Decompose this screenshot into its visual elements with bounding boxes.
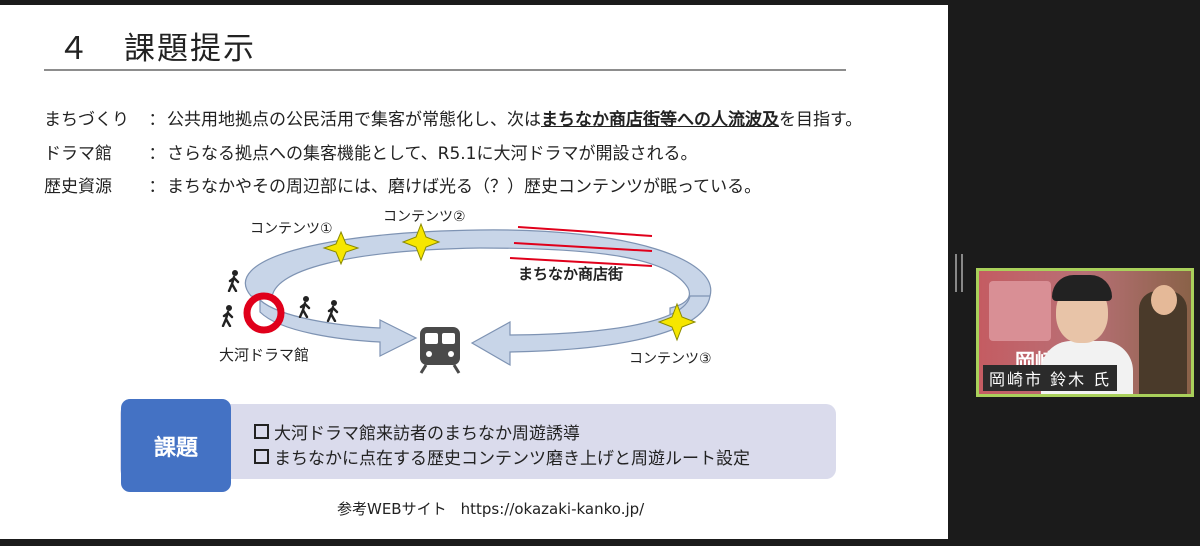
row-text: さらなる拠点への集客機能として、R5.1に大河ドラマが開設される。: [167, 144, 698, 164]
walking-person-icon: [326, 300, 339, 322]
issue-bullet-text: 大河ドラマ館来訪者のまちなか周遊誘導: [274, 424, 580, 444]
row-text: 公共用地拠点の公民活用で集客が常態化し、次は: [167, 110, 541, 130]
label-content-1: コンテンツ①: [250, 221, 333, 237]
label-drama-hall: 大河ドラマ館: [219, 346, 309, 364]
presentation-slide: ４ 課題提示 まちづくり：公共用地拠点の公民活用で集客が常態化し、次はまちなか商…: [0, 5, 948, 539]
walking-person-icon: [298, 296, 311, 318]
star-icon: [401, 222, 441, 262]
row-key: 歴史資源: [44, 177, 112, 197]
row-key: まちづくり: [44, 110, 129, 130]
issue-bullet-text: まちなかに点在する歴史コンテンツ磨き上げと周遊ルート設定: [274, 449, 750, 469]
shopping-street-lines: [509, 226, 653, 267]
slide-title: ４ 課題提示: [58, 31, 256, 67]
row-text: まちなかやその周辺部には、磨けば光る（？）歴史コンテンツが眠っている。: [167, 177, 762, 197]
reference-url[interactable]: https://okazaki-kanko.jp/: [460, 500, 645, 518]
route-diagram: コンテンツ① コンテンツ② まちなか商店街 コンテンツ③ 大河ドラマ館: [219, 209, 712, 374]
row-colon: ：: [148, 110, 166, 130]
participant-video-tile[interactable]: 岡崎 岡崎市 鈴木 氏: [976, 268, 1194, 397]
star-icon: [322, 230, 360, 266]
issue-bullet: 大河ドラマ館来訪者のまちなか周遊誘導: [254, 419, 580, 444]
title-divider: [44, 69, 846, 71]
background-sign: [989, 281, 1051, 341]
train-icon: [419, 327, 461, 374]
row-key: ドラマ館: [44, 144, 112, 164]
reference-line: 参考WEBサイト https://okazaki-kanko.jp/: [337, 498, 644, 519]
loop-arrow-left: [259, 298, 418, 357]
label-shopping-street: まちなか商店街: [518, 265, 623, 283]
background-figure-face: [1151, 285, 1177, 315]
star-icon: [657, 302, 697, 342]
issue-bullet: まちなかに点在する歴史コンテンツ磨き上げと周遊ルート設定: [254, 444, 750, 469]
row-drama-hall: ドラマ館 ：さらなる拠点への集客機能として、R5.1に大河ドラマが開設される。: [44, 139, 698, 164]
row-colon: ：: [148, 177, 166, 197]
row-text-end: を目指す。: [779, 110, 863, 130]
row-history: 歴史資源 ：まちなかやその周辺部には、磨けば光る（？）歴史コンテンツが眠っている。: [44, 172, 761, 197]
label-content-2: コンテンツ②: [383, 209, 466, 225]
resize-handle[interactable]: [955, 254, 963, 292]
participant-name: 岡崎市 鈴木 氏: [983, 365, 1118, 391]
issue-label: 課題: [121, 399, 231, 492]
row-machizukuri: まちづくり ：公共用地拠点の公民活用で集客が常態化し、次はまちなか商店街等への人流…: [44, 105, 862, 130]
issue-panel: [120, 404, 836, 479]
walking-person-icon: [227, 270, 240, 292]
label-content-3: コンテンツ③: [629, 351, 712, 367]
drama-hall-marker: [243, 292, 285, 334]
checkbox-icon: [254, 449, 269, 464]
walking-person-icon: [221, 305, 234, 327]
loop-arrow-top: [244, 229, 712, 323]
row-colon: ：: [148, 144, 166, 164]
participant-hair: [1052, 275, 1112, 301]
checkbox-icon: [254, 424, 269, 439]
reference-label: 参考WEBサイト: [337, 500, 447, 518]
row-emphasis: まちなか商店街等への人流波及: [541, 110, 779, 130]
